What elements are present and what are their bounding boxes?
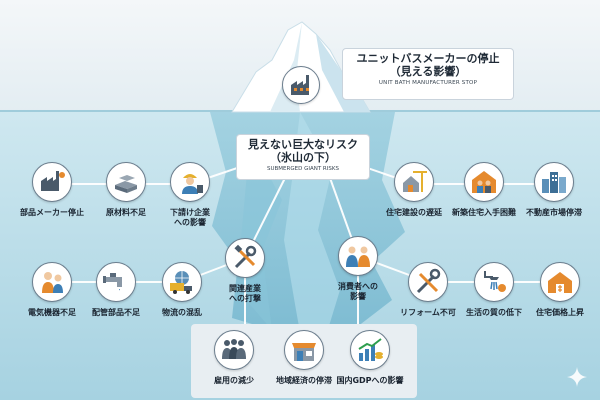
shower-icon: [474, 262, 514, 302]
sparkle-icon: [567, 367, 587, 387]
worker-icon: [170, 162, 210, 202]
tip-title-card: ユニットバスメーカーの停止 （見える影響） UNIT BATH MANUFACT…: [342, 48, 514, 100]
node-label-consumer-2: 影響: [350, 292, 366, 301]
node-label-subcontractor-2: への影響: [174, 218, 206, 227]
tip-subtitle: UNIT BATH MANUFACTURER STOP: [378, 80, 478, 86]
node-label-raw-material: 原材料不足: [106, 208, 146, 217]
node-label-new-home: 新築住宅入手困難: [452, 208, 516, 217]
node-label-related-industry-2: への打撃: [229, 294, 261, 303]
risk-title-line2: （氷山の下）: [270, 151, 336, 164]
node-label-reform: リフォーム不可: [400, 308, 456, 317]
tip-title-line1: ユニットバスメーカーの停止: [356, 52, 500, 65]
node-label-housing-price: 住宅価格上昇: [536, 308, 584, 317]
price-house-icon: [540, 262, 580, 302]
node-label-construction-delay: 住宅建設の遅延: [386, 208, 442, 217]
house-crane-icon: [394, 162, 434, 202]
node-label-appliance: 電気機器不足: [28, 308, 76, 317]
truck-globe-icon: [162, 262, 202, 302]
shop-icon: [284, 330, 324, 370]
node-label-related-industry-1: 関連産業: [229, 284, 261, 293]
workers-group-icon: [214, 330, 254, 370]
risk-subtitle: SUBMERGED GIANT RISKS: [267, 166, 339, 172]
node-label-gdp: 国内GDPへの影響: [336, 376, 404, 385]
buildings-icon: [534, 162, 574, 202]
tip-title-line2: （見える影響）: [389, 65, 467, 78]
node-label-subcontractor-1: 下請け企業: [170, 208, 210, 217]
factory-icon: [32, 162, 72, 202]
node-label-real-estate: 不動産市場停滞: [526, 208, 582, 217]
node-label-logistics: 物流の混乱: [162, 308, 202, 317]
people-icon: [32, 262, 72, 302]
node-label-employment: 雇用の減少: [214, 376, 254, 385]
node-label-parts-maker: 部品メーカー停止: [20, 208, 84, 217]
faucet-icon: [96, 262, 136, 302]
tools-icon: [225, 238, 265, 278]
node-label-consumer-1: 消費者への: [338, 282, 378, 291]
family-icon: [338, 236, 378, 276]
wrench-screwdriver-icon: [408, 262, 448, 302]
family-house-icon: [464, 162, 504, 202]
node-label-quality-of-life: 生活の質の低下: [466, 308, 522, 317]
node-label-regional-economy: 地域経済の停滞: [276, 376, 332, 385]
risk-title-line1: 見えない巨大なリスク: [248, 138, 358, 151]
factory-icon: [282, 66, 320, 104]
chart-coins-icon: [350, 330, 390, 370]
risk-title-card: 見えない巨大なリスク （氷山の下） SUBMERGED GIANT RISKS: [236, 134, 370, 180]
node-label-piping: 配管部品不足: [92, 308, 140, 317]
metal-bars-icon: [106, 162, 146, 202]
